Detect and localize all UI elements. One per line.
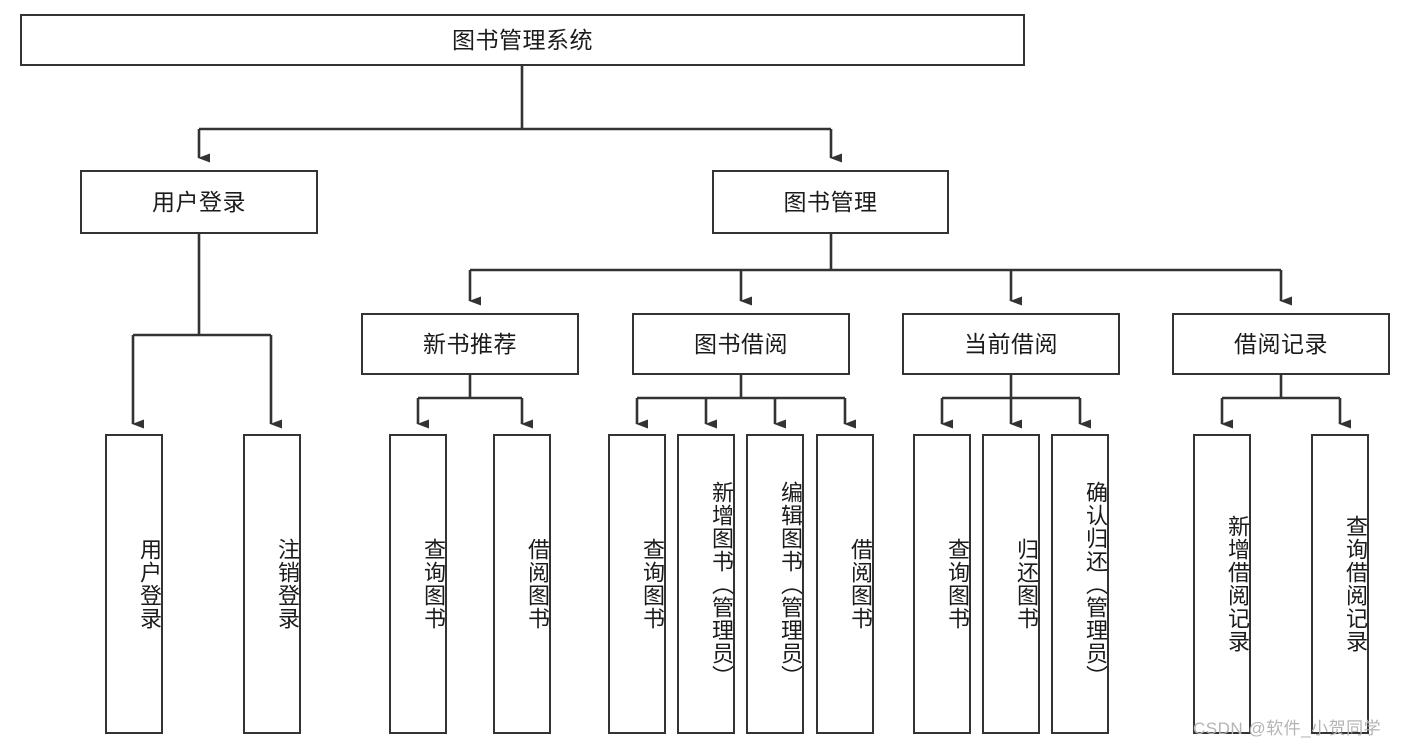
node-label: 借阅记录 [1234,330,1328,357]
node-label: 新增借阅记录 [1225,515,1250,653]
node-book-management[interactable]: 图书管理 [712,170,949,234]
node-label: 归还图书 [1014,538,1039,630]
node-label: 当前借阅 [964,330,1058,357]
node-label: 查询图书 [945,538,970,630]
node-label: 确认归还（管理员） [1083,480,1108,688]
csdn-watermark: CSDN @软件_小贺同学 [1193,719,1382,738]
node-label: 图书借阅 [694,330,788,357]
node-book-borrow[interactable]: 图书借阅 [632,313,850,375]
node-label: 查询图书 [640,538,665,630]
leaf-current-confirm-return-admin[interactable]: 确认归还（管理员） [1051,434,1109,734]
leaf-borrow-borrow-book[interactable]: 借阅图书 [816,434,874,734]
leaf-user-login-logout[interactable]: 注销登录 [243,434,301,734]
leaf-record-query-record[interactable]: 查询借阅记录 [1311,434,1369,734]
leaf-borrow-query-book[interactable]: 查询图书 [608,434,666,734]
leaf-current-query-book[interactable]: 查询图书 [913,434,971,734]
leaf-recommend-query-book[interactable]: 查询图书 [389,434,447,734]
node-label: 查询借阅记录 [1343,515,1368,653]
node-label: 借阅图书 [848,538,873,630]
node-user-login[interactable]: 用户登录 [80,170,318,234]
node-label: 用户登录 [137,538,162,630]
node-label: 图书管理 [783,188,878,215]
leaf-record-add-record[interactable]: 新增借阅记录 [1193,434,1251,734]
node-label: 注销登录 [275,538,300,630]
node-current-borrow[interactable]: 当前借阅 [902,313,1120,375]
node-label: 新增图书（管理员） [709,480,734,688]
node-label: 用户登录 [152,188,246,215]
node-root-system[interactable]: 图书管理系统 [20,14,1025,66]
leaf-user-login-login[interactable]: 用户登录 [105,434,163,734]
leaf-borrow-add-book-admin[interactable]: 新增图书（管理员） [677,434,735,734]
node-label: 查询图书 [421,538,446,630]
leaf-current-return-book[interactable]: 归还图书 [982,434,1040,734]
node-label: 借阅图书 [525,538,550,630]
leaf-borrow-edit-book-admin[interactable]: 编辑图书（管理员） [746,434,804,734]
node-new-book-recommend[interactable]: 新书推荐 [361,313,579,375]
node-label: 新书推荐 [423,330,517,357]
node-borrow-record[interactable]: 借阅记录 [1172,313,1390,375]
node-label: 编辑图书（管理员） [778,480,803,688]
leaf-recommend-borrow-book[interactable]: 借阅图书 [493,434,551,734]
node-label: 图书管理系统 [452,26,593,53]
